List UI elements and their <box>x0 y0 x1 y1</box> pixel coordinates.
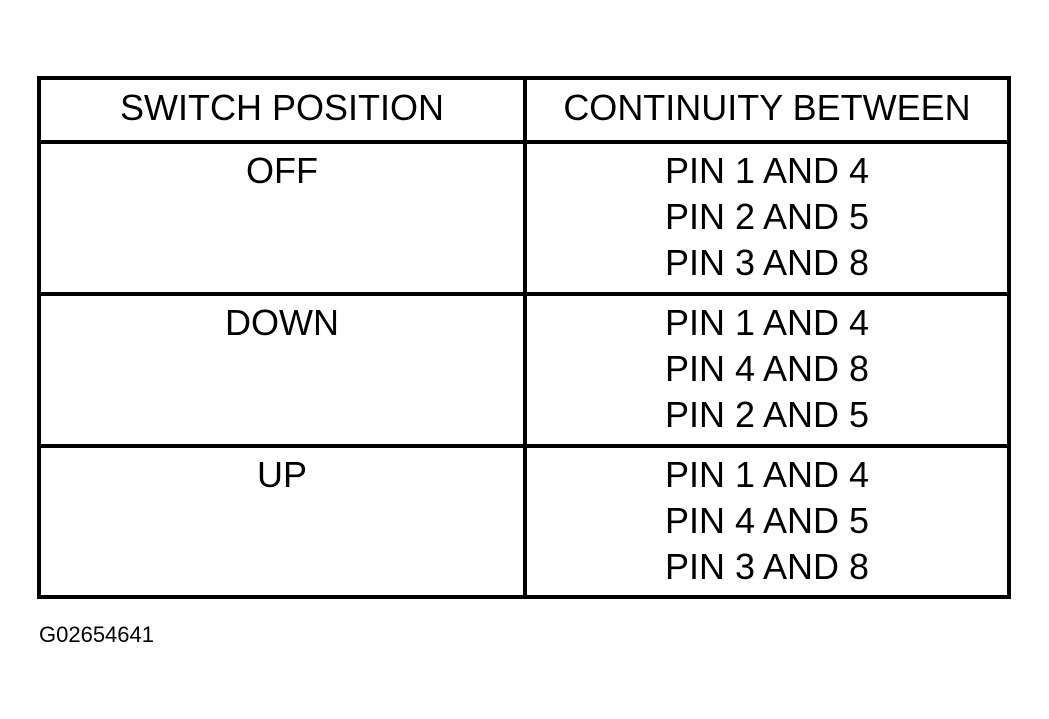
pin-pair: PIN 3 AND 8 <box>664 242 870 283</box>
pin-pair: PIN 2 AND 5 <box>664 196 870 237</box>
pin-pair: PIN 1 AND 4 <box>664 150 870 191</box>
pin-list: PIN 1 AND 4 PIN 4 AND 5 PIN 3 AND 8 <box>665 452 869 590</box>
table-row-off-continuity: PIN 1 AND 4 PIN 2 AND 5 PIN 3 AND 8 <box>527 144 1007 296</box>
pin-pair: PIN 4 AND 8 <box>664 348 870 389</box>
position-label: UP <box>256 454 307 495</box>
table-row-up-position: UP <box>41 448 527 595</box>
header-switch-position: SWITCH POSITION <box>41 80 527 144</box>
pin-pair: PIN 1 AND 4 <box>664 454 870 495</box>
figure-id: G02654641 <box>39 622 154 647</box>
table-row-off-position: OFF <box>41 144 527 296</box>
position-label: DOWN <box>225 302 339 343</box>
pin-pair: PIN 2 AND 5 <box>664 394 870 435</box>
table-row-up-continuity: PIN 1 AND 4 PIN 4 AND 5 PIN 3 AND 8 <box>527 448 1007 595</box>
continuity-table: SWITCH POSITION CONTINUITY BETWEEN OFF P… <box>37 76 1011 599</box>
table-row-down-continuity: PIN 1 AND 4 PIN 4 AND 8 PIN 2 AND 5 <box>527 296 1007 448</box>
pin-list: PIN 1 AND 4 PIN 2 AND 5 PIN 3 AND 8 <box>665 148 869 286</box>
pin-pair: PIN 1 AND 4 <box>664 302 870 343</box>
position-label: OFF <box>246 150 318 191</box>
header-continuity-between-label: CONTINUITY BETWEEN <box>563 87 971 128</box>
pin-pair: PIN 3 AND 8 <box>664 546 870 587</box>
pin-list: PIN 1 AND 4 PIN 4 AND 8 PIN 2 AND 5 <box>665 300 869 438</box>
header-continuity-between: CONTINUITY BETWEEN <box>527 80 1007 144</box>
pin-pair: PIN 4 AND 5 <box>664 500 870 541</box>
table-row-down-position: DOWN <box>41 296 527 448</box>
header-switch-position-label: SWITCH POSITION <box>120 87 444 128</box>
